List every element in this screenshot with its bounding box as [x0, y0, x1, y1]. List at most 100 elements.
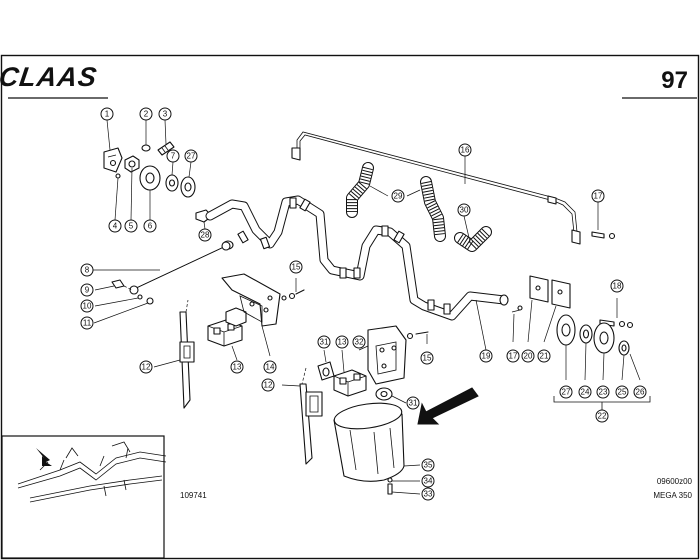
cylinder-part-35 [333, 402, 405, 482]
bracket-part-14 [221, 273, 305, 327]
svg-text:30: 30 [460, 206, 469, 215]
svg-text:13: 13 [338, 338, 347, 347]
callout-32: 32 [352, 335, 366, 349]
callout-34: 34 [421, 474, 435, 488]
callout-4: 4 [108, 219, 122, 233]
callout-15-mid: 15 [420, 351, 434, 365]
svg-text:6: 6 [148, 222, 153, 231]
callout-17-right: 17 [591, 189, 605, 203]
svg-text:12: 12 [142, 363, 151, 372]
callout-24: 24 [578, 385, 592, 399]
callout-26: 26 [633, 385, 647, 399]
document-code: 09600z00 [657, 477, 693, 486]
callout-13-center: 13 [335, 335, 349, 349]
svg-text:11: 11 [83, 319, 92, 328]
inset-overview [1, 435, 167, 559]
flange-part-6 [139, 165, 161, 191]
flap-part-12-right [299, 367, 323, 465]
callout-25: 25 [615, 385, 629, 399]
svg-text:17: 17 [594, 192, 603, 201]
washer-part-4 [115, 173, 121, 179]
svg-text:2: 2 [144, 110, 149, 119]
svg-text:24: 24 [581, 388, 590, 397]
svg-text:23: 23 [599, 388, 608, 397]
svg-text:7: 7 [171, 152, 176, 161]
fastener-part-33-34 [387, 477, 393, 495]
wire-bar-16 [291, 131, 581, 245]
drawing-number: 109741 [180, 491, 207, 500]
callout-13-left: 13 [230, 360, 244, 374]
block-part-31-top [317, 361, 335, 381]
callout-29: 29 [391, 189, 405, 203]
page-number: 97 [661, 67, 688, 94]
bushing-part-31-bottom [375, 387, 393, 401]
callout-6: 6 [143, 219, 157, 233]
callout-23: 23 [596, 385, 610, 399]
callout-33: 33 [421, 487, 435, 501]
callout-30: 30 [457, 203, 471, 217]
svg-text:35: 35 [424, 461, 433, 470]
brand-logo: CLAAS [0, 61, 99, 92]
callout-10: 10 [80, 299, 94, 313]
direction-arrow [417, 387, 479, 425]
svg-text:10: 10 [83, 302, 92, 311]
svg-text:4: 4 [113, 222, 118, 231]
hose-part-29 [346, 162, 446, 242]
callout-7: 7 [166, 149, 180, 163]
callout-18: 18 [610, 279, 624, 293]
callout-31-bottom: 31 [406, 396, 420, 410]
svg-text:8: 8 [85, 266, 90, 275]
callout-11: 11 [80, 316, 94, 330]
bolt-part-2 [141, 144, 151, 152]
callout-12-left: 12 [139, 360, 153, 374]
callout-14: 14 [263, 360, 277, 374]
callout-5: 5 [124, 219, 138, 233]
svg-text:3: 3 [163, 110, 168, 119]
svg-text:32: 32 [355, 338, 364, 347]
callout-20: 20 [521, 349, 535, 363]
linkage-rod-8 [111, 241, 231, 305]
nut-part-5 [124, 155, 140, 173]
svg-text:19: 19 [482, 352, 491, 361]
callout-16: 16 [458, 143, 472, 157]
svg-text:14: 14 [266, 363, 275, 372]
callout-12-right: 12 [261, 378, 275, 392]
callout-8: 8 [80, 263, 94, 277]
callout-22: 22 [595, 409, 609, 423]
svg-text:15: 15 [423, 354, 432, 363]
svg-text:27: 27 [562, 388, 571, 397]
page-border [0, 54, 700, 560]
svg-text:18: 18 [613, 282, 622, 291]
svg-text:9: 9 [85, 286, 90, 295]
callout-27-top: 27 [184, 149, 198, 163]
block-part-13-left [207, 307, 247, 347]
svg-text:29: 29 [394, 192, 403, 201]
svg-text:12: 12 [264, 381, 273, 390]
svg-text:26: 26 [636, 388, 645, 397]
bearing-part-27-top [180, 176, 196, 198]
callout-15-left: 15 [289, 260, 303, 274]
hose-part-30 [454, 226, 492, 252]
plate-part-32 [367, 325, 429, 385]
leader-lines [93, 119, 641, 495]
svg-text:28: 28 [201, 231, 210, 240]
bracket-part-1 [103, 147, 123, 173]
callout-21: 21 [537, 349, 551, 363]
callout-9: 9 [80, 283, 94, 297]
svg-text:34: 34 [424, 477, 433, 486]
callout-28: 28 [198, 228, 212, 242]
callout-17-mid: 17 [506, 349, 520, 363]
svg-text:31: 31 [320, 338, 329, 347]
flap-part-12-left [179, 299, 195, 409]
svg-text:27: 27 [187, 152, 196, 161]
callout-31-top: 31 [317, 335, 331, 349]
svg-text:31: 31 [409, 399, 418, 408]
callout-27-right: 27 [559, 385, 573, 399]
svg-text:33: 33 [424, 490, 433, 499]
svg-text:16: 16 [461, 146, 470, 155]
callout-1: 1 [100, 107, 114, 121]
callout-2: 2 [139, 107, 153, 121]
svg-text:17: 17 [509, 352, 518, 361]
svg-text:5: 5 [129, 222, 134, 231]
